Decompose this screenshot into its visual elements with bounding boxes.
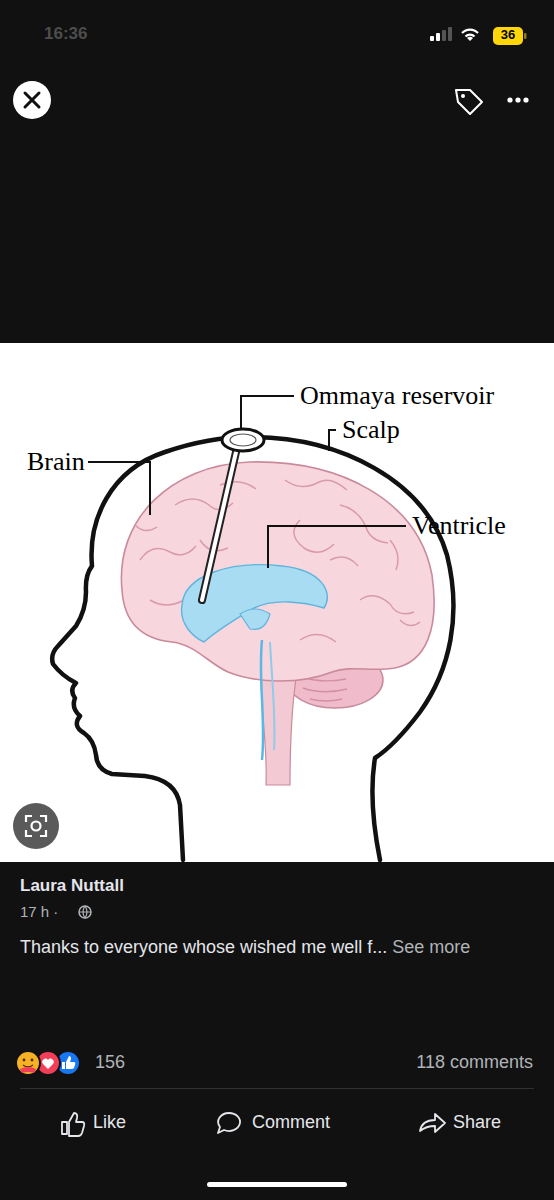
top-controls: [515, 97, 520, 102]
reaction-icons: [62, 1056, 75, 1069]
comment-button: Comment: [252, 1112, 330, 1133]
head-illustration: [52, 437, 453, 860]
author-name: Laura Nuttall: [20, 876, 124, 896]
globe-icon: [79, 906, 91, 918]
top-controls: [13, 81, 529, 119]
reaction-icons: [23, 1065, 33, 1067]
globe-icon: [79, 906, 91, 918]
head-illustration: [230, 434, 256, 446]
part-label: Scalp: [342, 415, 400, 445]
top-controls: [507, 97, 512, 102]
reaction-count: 156: [95, 1052, 125, 1073]
top-controls: [13, 81, 51, 119]
head-illustration: [270, 642, 275, 750]
status-bar-icons: [524, 33, 527, 39]
see-more-link: See more: [392, 937, 470, 958]
head-illustration: [240, 609, 270, 629]
home-indicator: [207, 1182, 347, 1187]
status-bar-icons: [493, 27, 523, 45]
head-illustration: [52, 429, 453, 860]
leader-lines: [241, 396, 294, 428]
action-icons: [218, 1113, 240, 1133]
head-illustration: [202, 452, 236, 600]
head-illustration: [202, 452, 236, 600]
reaction-icons: [42, 1059, 53, 1069]
post-time: 17 h ·: [20, 903, 58, 920]
image-ground: [0, 343, 554, 862]
globe-icon: [79, 906, 91, 918]
battery-level: 36: [493, 28, 523, 43]
share-button: Share: [453, 1112, 501, 1133]
divider: [20, 1088, 534, 1089]
leader-lines: [88, 462, 150, 515]
lens-button: [32, 822, 41, 831]
head-illustration: [121, 462, 434, 681]
status-bar-icons: [466, 35, 475, 37]
status-bar-icons: [448, 27, 452, 41]
status-bar-icons: [430, 36, 434, 41]
action-icons: [62, 1113, 445, 1136]
top-controls: [523, 97, 528, 102]
status-bar-icons: [430, 27, 527, 45]
leader-lines: [88, 396, 406, 568]
reaction-icons: [16, 1051, 80, 1075]
head-illustration: [222, 429, 264, 451]
reaction-icons: [31, 1059, 34, 1062]
top-controls: [456, 90, 482, 114]
status-bar-icons: [467, 37, 473, 41]
leader-lines: [329, 430, 336, 451]
comment-count: 118 comments: [416, 1052, 533, 1073]
top-controls: [461, 94, 465, 98]
like-button: Like: [93, 1112, 126, 1133]
reaction-icons: [23, 1059, 26, 1062]
status-bar-icons: [436, 33, 440, 41]
part-label: Ventricle: [412, 511, 506, 541]
post-text: Thanks to everyone whose wished me well …: [20, 937, 387, 958]
part-label: Brain: [27, 447, 85, 477]
head-illustration: [261, 640, 263, 760]
top-controls: [25, 93, 39, 107]
reaction-icons: [20, 1067, 36, 1073]
status-bar-icons: [462, 30, 478, 33]
action-icons: [420, 1114, 445, 1132]
lens-button: [13, 803, 59, 849]
lens-button: [26, 816, 46, 836]
leader-lines: [268, 526, 406, 568]
head-illustration: [135, 480, 420, 642]
part-label: Ommaya reservoir: [300, 381, 494, 411]
reaction-icons: [16, 1051, 40, 1075]
action-icons: [62, 1113, 84, 1136]
status-time: 16:36: [44, 24, 87, 44]
status-bar-icons: [442, 30, 446, 41]
lens-button: [13, 803, 59, 849]
